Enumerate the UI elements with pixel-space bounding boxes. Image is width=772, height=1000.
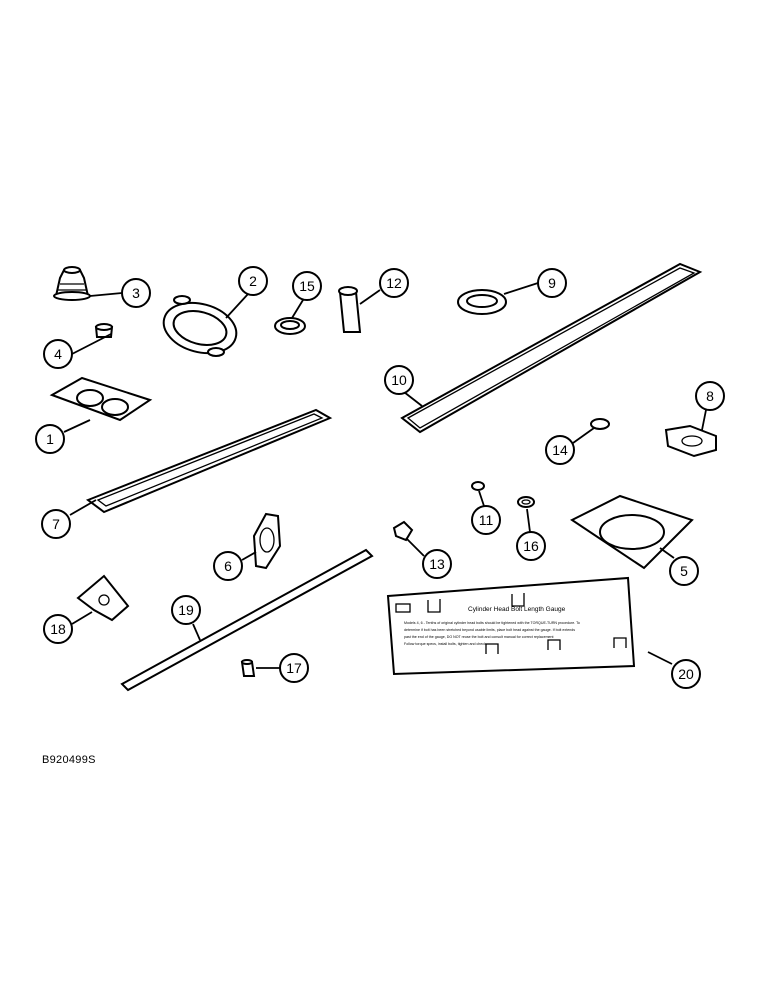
- svg-text:12: 12: [386, 275, 402, 291]
- part-14-oring: [590, 418, 610, 430]
- part-1-gasket: [49, 376, 153, 422]
- gauge-line-2: determine if bolt has been stretched bey…: [404, 628, 575, 632]
- leader-lines: [63, 282, 707, 669]
- gauge-line-4: Follow torque specs, install bolts, tigh…: [404, 642, 487, 646]
- callout-16: 16: [516, 531, 546, 561]
- callout-8: 8: [695, 381, 725, 411]
- callout-12: 12: [379, 268, 409, 298]
- part-6-gasket: [252, 512, 282, 570]
- callout-5: 5: [669, 556, 699, 586]
- svg-text:14: 14: [552, 442, 568, 458]
- callout-20: 20: [671, 659, 701, 689]
- callout-4: 4: [43, 339, 73, 369]
- part-8-gasket: [664, 424, 717, 458]
- callout-6: 6: [213, 551, 243, 581]
- part-15-ring: [274, 317, 306, 335]
- svg-text:13: 13: [429, 556, 445, 572]
- svg-text:18: 18: [50, 621, 66, 637]
- part-2-gasket: [162, 295, 238, 357]
- part-10-gasket: [400, 262, 703, 434]
- part-13-fitting: [392, 520, 414, 542]
- callout-19: 19: [171, 595, 201, 625]
- svg-text:6: 6: [224, 558, 232, 574]
- part-3-grommet: [53, 266, 91, 301]
- part-19-strip: [120, 548, 374, 692]
- part-16-washer: [517, 496, 535, 508]
- gauge-title: Cylinder Head Bolt Length Gauge: [468, 606, 566, 613]
- callout-11: 11: [471, 505, 501, 535]
- callout-1: 1: [35, 424, 65, 454]
- part-9-seal: [457, 289, 507, 315]
- callout-3: 3: [121, 278, 151, 308]
- callout-9: 9: [537, 268, 567, 298]
- part-20-gauge: Cylinder Head Bolt Length Gauge Models 4…: [386, 576, 636, 676]
- svg-text:1: 1: [46, 431, 54, 447]
- callout-14: 14: [545, 435, 575, 465]
- svg-text:11: 11: [479, 512, 494, 528]
- callout-7: 7: [41, 509, 71, 539]
- callout-2: 2: [238, 266, 268, 296]
- svg-text:3: 3: [132, 285, 140, 301]
- callout-10: 10: [384, 365, 414, 395]
- svg-text:19: 19: [178, 602, 194, 618]
- part-18-bracket: [76, 574, 130, 622]
- figure-id: B920499S: [42, 754, 96, 766]
- gauge-line-1: Models 4, 6 - Tenths of original cylinde…: [404, 621, 580, 625]
- svg-text:9: 9: [548, 275, 556, 291]
- svg-text:2: 2: [249, 273, 257, 289]
- part-17-dowel: [240, 659, 256, 677]
- svg-text:7: 7: [52, 516, 60, 532]
- svg-text:20: 20: [678, 666, 694, 682]
- part-7-gasket: [85, 408, 333, 514]
- part-4-plug: [94, 323, 114, 338]
- svg-text:17: 17: [286, 660, 302, 676]
- svg-text:10: 10: [391, 372, 407, 388]
- part-11-washer: [471, 481, 485, 491]
- callout-17: 17: [279, 653, 309, 683]
- svg-text:16: 16: [523, 538, 539, 554]
- svg-text:15: 15: [299, 278, 315, 294]
- callout-15: 15: [292, 271, 322, 301]
- svg-text:8: 8: [706, 388, 714, 404]
- svg-text:4: 4: [54, 346, 62, 362]
- part-12-sleeve: [338, 286, 362, 333]
- callout-13: 13: [422, 549, 452, 579]
- callout-18: 18: [43, 614, 73, 644]
- svg-text:5: 5: [680, 563, 688, 579]
- gauge-line-3: past the end of the gauge, DO NOT reuse …: [404, 635, 554, 639]
